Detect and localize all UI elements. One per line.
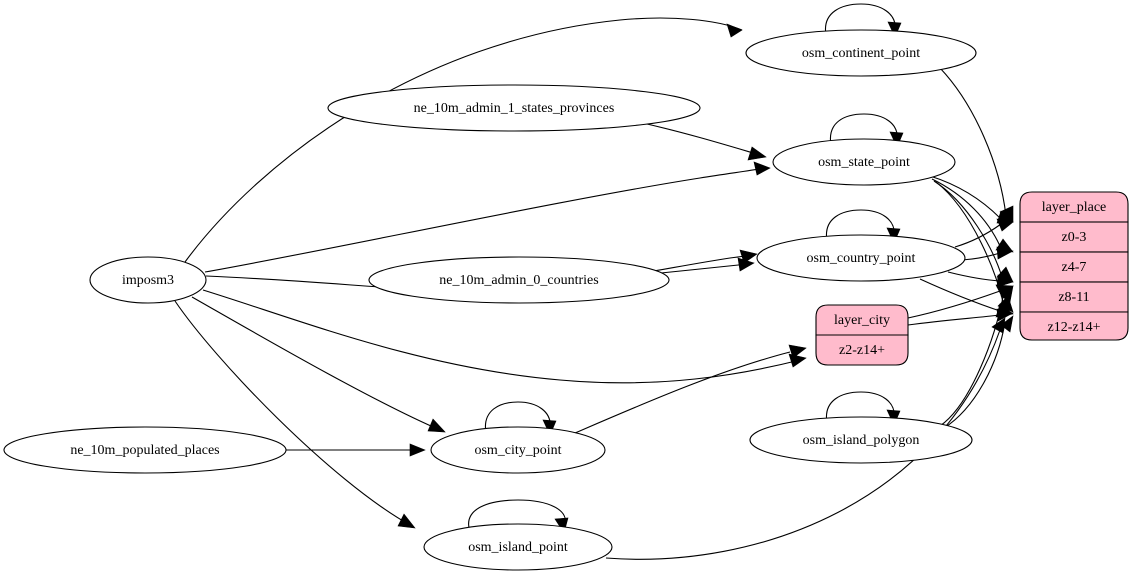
edge-osm_island_polygon-to-layer_place-z8-11: [939, 285, 1014, 427]
node-osm_state_point[interactable]: osm_state_point: [772, 138, 956, 186]
edge-ne_populated-to-osm_city_point: [286, 443, 426, 457]
node-osm_island_point[interactable]: osm_island_point: [423, 523, 613, 571]
edge-self-loop-osm_state_point: [829, 113, 904, 148]
record-node-layer_city[interactable]: layer_city z2-z14+: [815, 304, 909, 366]
node-label-osm_state_point: osm_state_point: [818, 155, 910, 170]
node-ne_10m_admin_0_countries[interactable]: ne_10m_admin_0_countries: [368, 256, 670, 304]
record-title-layer_place: layer_place: [1042, 200, 1107, 215]
node-imposm3[interactable]: imposm3: [89, 256, 207, 304]
record-node-layer_place[interactable]: layer_place z0-3 z4-7 z8-11 z12-z14+: [1019, 191, 1129, 341]
edge-osm_state_point-to-layer_place-z0-3: [929, 175, 1014, 224]
node-label-osm_country_point: osm_country_point: [807, 251, 916, 266]
edge-osm_island_polygon-to-layer_place-z12-z14: [943, 315, 1014, 429]
node-osm_city_point[interactable]: osm_city_point: [430, 426, 606, 474]
edge-osm_country_point-to-layer_place-z0-3: [954, 218, 1014, 248]
node-osm_island_polygon[interactable]: osm_island_polygon: [749, 416, 973, 464]
edge-ne_countries-to-osm_country_point: [660, 257, 755, 274]
edges-layer: [174, 3, 1014, 560]
edge-layer_city-to-layer_place-z12-z14: [907, 308, 1014, 326]
record-row-layer_city-0[interactable]: z2-z14+: [839, 343, 885, 358]
node-label-osm_island_polygon: osm_island_polygon: [803, 433, 920, 448]
edge-osm_island_point-to-layer_place-z12-z14: [605, 317, 1006, 560]
edge-imposm3-to-osm_city_point: [191, 296, 446, 433]
node-label-imposm3: imposm3: [122, 273, 174, 288]
tables-layer: layer_place z0-3 z4-7 z8-11 z12-z14+ lay…: [815, 191, 1129, 366]
edge-osm_city_point-to-layer_city: [574, 344, 807, 434]
node-label-ne_states: ne_10m_admin_1_states_provinces: [414, 101, 615, 116]
edge-self-loop-osm_city_point: [484, 401, 557, 436]
edge-imposm3-to-osm_continent_point: [184, 17, 743, 263]
edge-ne_states-to-osm_state_point: [646, 123, 767, 161]
node-osm_continent_point[interactable]: osm_continent_point: [745, 29, 977, 77]
node-label-ne_populated: ne_10m_populated_places: [70, 443, 219, 458]
node-label-ne_countries: ne_10m_admin_0_countries: [439, 273, 598, 288]
record-row-layer_place-1[interactable]: z4-7: [1062, 260, 1087, 275]
edge-imposm3-to-layer_city: [202, 289, 807, 384]
node-label-osm_island_point: osm_island_point: [468, 540, 568, 555]
nodes-layer: imposm3 ne_10m_admin_1_states_provinces …: [3, 29, 977, 571]
record-title-layer_city: layer_city: [834, 313, 890, 328]
edge-imposm3-to-osm_state_point: [204, 161, 771, 273]
record-row-layer_place-3[interactable]: z12-z14+: [1048, 320, 1101, 335]
record-row-layer_place-0[interactable]: z0-3: [1062, 230, 1087, 245]
edge-osm_country_point-to-layer_place-z8-11: [947, 271, 1014, 288]
node-label-osm_city_point: osm_city_point: [474, 443, 561, 458]
node-label-osm_continent_point: osm_continent_point: [802, 46, 920, 61]
node-ne_10m_admin_1_states_provinces[interactable]: ne_10m_admin_1_states_provinces: [327, 84, 701, 132]
edge-self-loop-osm_continent_point: [825, 3, 902, 38]
record-row-layer_place-2[interactable]: z8-11: [1058, 290, 1089, 305]
node-ne_10m_populated_places[interactable]: ne_10m_populated_places: [3, 426, 287, 474]
edge-osm_country_point-to-layer_place-z4-7: [961, 246, 1014, 261]
edge-imposm3-to-osm_island_point: [174, 300, 416, 529]
node-osm_country_point[interactable]: osm_country_point: [756, 234, 966, 282]
